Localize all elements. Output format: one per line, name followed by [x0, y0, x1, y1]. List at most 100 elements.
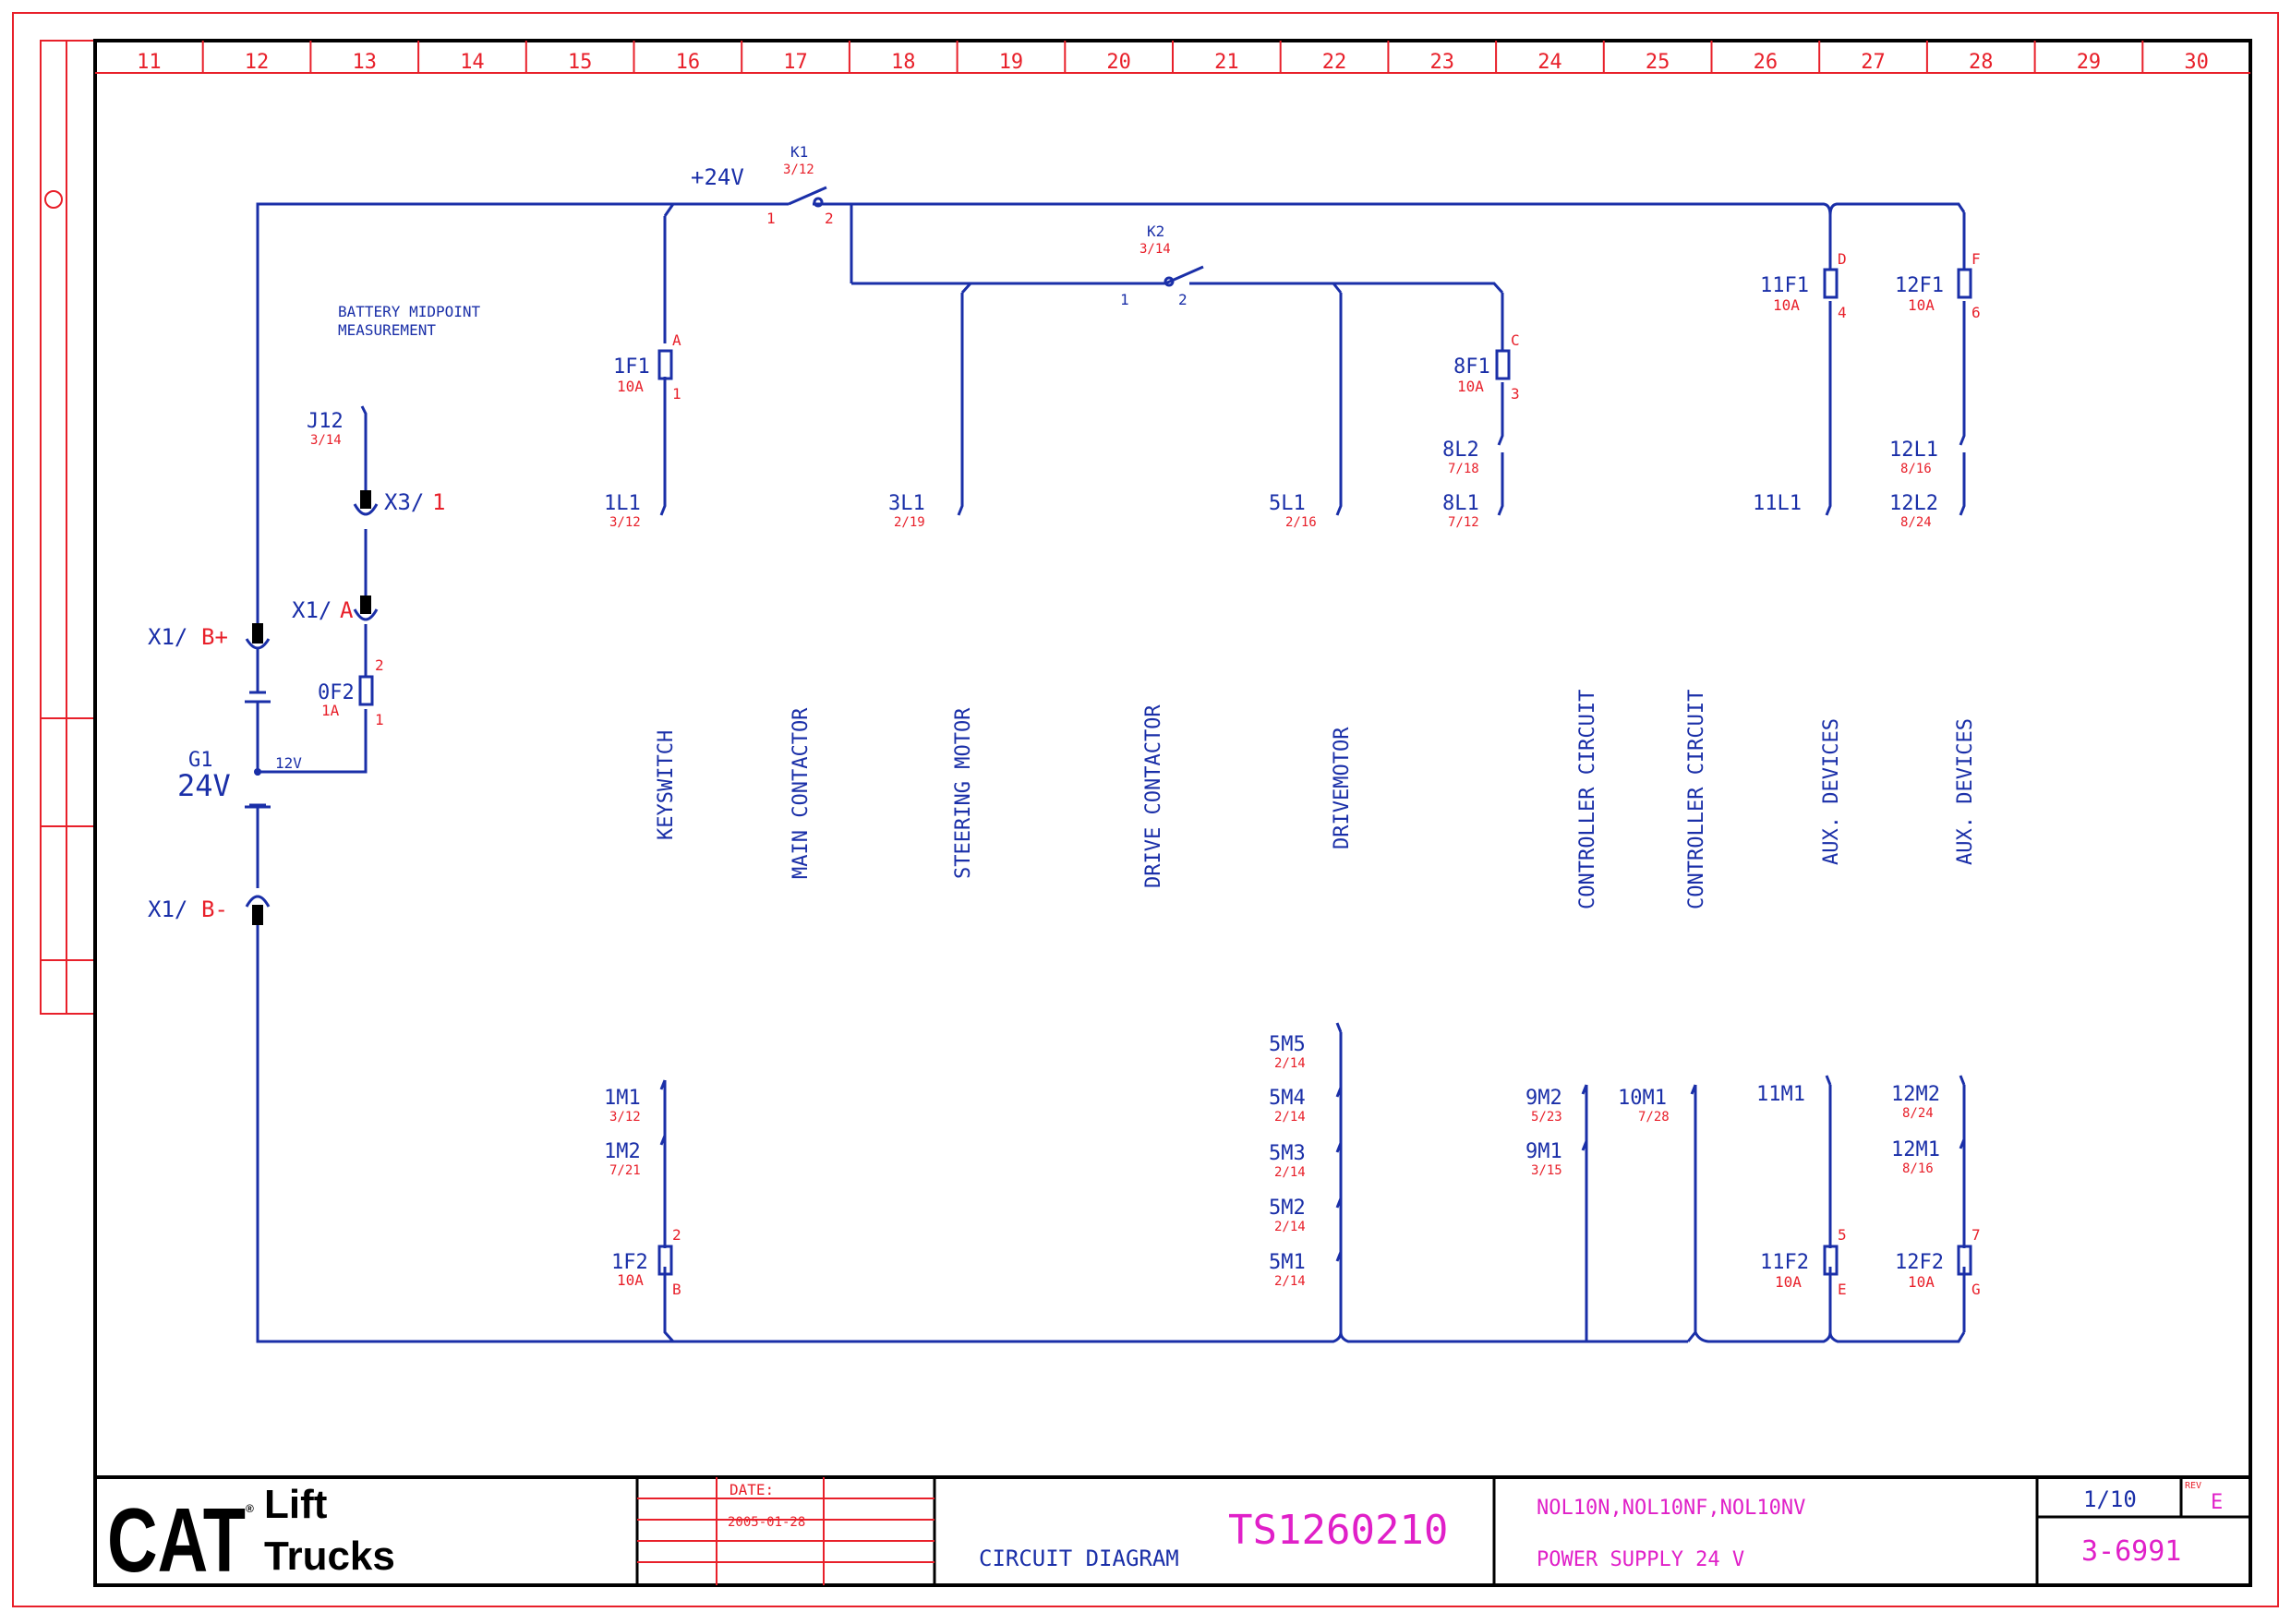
grid-column-number: 21: [1214, 51, 1239, 74]
supply-voltage-label: +24V: [691, 164, 744, 190]
bottom-bus-wire: [256, 912, 1966, 1343]
wiring: [245, 186, 1966, 1343]
grid-column-number: 14: [460, 51, 485, 74]
fuse-1f2-pin: 2: [672, 1226, 681, 1244]
circuit-aux-1: AUX. DEVICES: [1820, 718, 1843, 865]
grid-column-number: 24: [1537, 51, 1562, 74]
main-frame: [93, 39, 2252, 1587]
terminal-5l1: 5L1: [1269, 492, 1306, 515]
grid-column-number: 15: [568, 51, 593, 74]
grid-column-number: 26: [1754, 51, 1779, 74]
terminal-1l1-ref: 3/12: [609, 515, 641, 530]
logo-cat-text: CAT: [107, 1489, 246, 1591]
fuse-1f2-rating: 10A: [617, 1271, 644, 1289]
fuse-11f2-icon: [1823, 1245, 1839, 1276]
circuit-drive-contactor: DRIVE CONTACTOR: [1142, 704, 1165, 888]
battery-note-line1: BATTERY MIDPOINT: [338, 303, 480, 320]
fuse-1f1-letter: A: [672, 331, 681, 349]
terminal-10m1-ref: 7/28: [1638, 1110, 1670, 1125]
models-text: NOL10N,NOL10NF,NOL10NV: [1537, 1497, 1805, 1520]
terminal-12l1-ref: 8/16: [1900, 462, 1932, 476]
fuse-12f2-letter: G: [1971, 1281, 1981, 1298]
supply-labels: +24V BATTERY MIDPOINT MEASUREMENT G1 24V…: [177, 164, 744, 803]
circuit-main-contactor: MAIN CONTACTOR: [790, 707, 813, 879]
fuse-0f2-pin-bottom: 1: [375, 711, 384, 728]
x1a-pin: A: [340, 597, 354, 623]
date-label: DATE:: [730, 1481, 774, 1498]
fuse-11f1-letter: D: [1838, 250, 1847, 268]
k1-contact-icon: [788, 186, 853, 283]
grid-column-number: 22: [1322, 51, 1347, 74]
date-grid: [637, 1477, 934, 1585]
terminal-1m2-ref: 7/21: [609, 1163, 641, 1178]
fuse-0f2-pin-top: 2: [375, 656, 384, 674]
x1-bminus-prefix: X1/: [148, 896, 187, 922]
fuse-12f1-icon: [1957, 268, 1972, 299]
description-text: POWER SUPPLY 24 V: [1537, 1548, 1744, 1571]
top-terminal-labels: 1L1 3/12 3L1 2/19 5L1 2/16 8L2 7/18 8L1 …: [604, 439, 1938, 530]
left-margin-strip: [40, 40, 95, 1015]
terminal-11m1: 11M1: [1756, 1083, 1805, 1106]
fuse-11f1-icon: [1823, 268, 1839, 299]
connector-x1-bplus-icon: [245, 623, 271, 650]
rev-label: REV: [2185, 1481, 2201, 1491]
fuse-1f1-icon: [657, 349, 673, 380]
terminal-11l1: 11L1: [1753, 492, 1802, 515]
title-block: CAT ® Lift Trucks DATE: 2005-01-28 CIRCU…: [95, 1475, 2250, 1591]
terminal-12l2: 12L2: [1889, 492, 1938, 515]
sheet-border: [12, 12, 2279, 1607]
terminal-5m3: 5M3: [1269, 1142, 1306, 1165]
fuse-12f1-rating: 10A: [1908, 296, 1935, 314]
grid-column-number: 16: [676, 51, 701, 74]
terminal-5m1-ref: 2/14: [1274, 1274, 1306, 1289]
k1-ref: 3/12: [783, 162, 814, 177]
battery-name: G1: [188, 749, 213, 772]
fuse-11f1-rating: 10A: [1773, 296, 1800, 314]
grid-column-number: 12: [245, 51, 270, 74]
terminal-9m2-ref: 5/23: [1531, 1110, 1562, 1125]
terminal-9m2: 9M2: [1525, 1087, 1562, 1110]
fuse-0f2-icon: [358, 675, 374, 706]
fuse-12f2-pin: 7: [1971, 1226, 1981, 1244]
drawing-number: TS1260210: [1228, 1507, 1448, 1554]
circuit-aux-2: AUX. DEVICES: [1954, 718, 1977, 865]
fuse-12f2-name: 12F2: [1895, 1251, 1944, 1274]
fuse-11f2-letter: E: [1838, 1281, 1847, 1298]
fuse-1f1-pin: 1: [672, 385, 681, 403]
connector-labels: X1/ B+ X1/ B- X1/ A X3/ 1 J12 3/14: [148, 410, 445, 922]
x1-bplus-prefix: X1/: [148, 624, 187, 650]
battery-note-line2: MEASUREMENT: [338, 321, 436, 339]
grid-column-number: 18: [891, 51, 916, 74]
fuse-8f1-pin: 3: [1511, 385, 1520, 403]
bottom-terminal-labels: 1M1 3/12 1M2 7/21 5M5 2/14 5M4 2/14 5M3 …: [604, 1033, 1940, 1289]
terminal-12m1-ref: 8/16: [1902, 1161, 1934, 1176]
terminal-8l2: 8L2: [1442, 439, 1479, 462]
doc-number: 3-6991: [2081, 1535, 2181, 1568]
fuse-0f2-rating: 1A: [321, 702, 340, 719]
terminal-9m1-ref: 3/15: [1531, 1163, 1562, 1178]
terminal-5m2-ref: 2/14: [1274, 1220, 1306, 1234]
fuse-12f1-pin: 6: [1971, 304, 1981, 321]
binder-hole-icon: [44, 190, 63, 209]
fuse-11f1-name: 11F1: [1760, 274, 1809, 297]
terminal-5m3-ref: 2/14: [1274, 1165, 1306, 1180]
fuse-8f1-rating: 10A: [1457, 378, 1484, 395]
circuit-drivemotor: DRIVEMOTOR: [1331, 727, 1354, 849]
fuse-1f2-icon: [657, 1245, 673, 1276]
k2-name: K2: [1147, 223, 1164, 240]
relay-labels: K1 3/12 1 2 K2 3/14 1 2: [766, 143, 1188, 308]
fuse-12f2-rating: 10A: [1908, 1273, 1935, 1291]
midpoint-voltage: 12V: [275, 754, 302, 772]
terminal-3l1-ref: 2/19: [894, 515, 925, 530]
fuse-11f2-name: 11F2: [1760, 1251, 1809, 1274]
top-bus-wire: [256, 202, 789, 625]
rev-value: E: [2211, 1491, 2223, 1514]
grid-column-number: 28: [1969, 51, 1994, 74]
fuse-11f2-pin: 5: [1838, 1226, 1847, 1244]
fuse-0f2-name: 0F2: [318, 681, 355, 704]
terminal-8l1: 8L1: [1442, 492, 1479, 515]
x3-prefix: X3/: [384, 489, 424, 515]
grid-column-number: 30: [2184, 51, 2209, 74]
